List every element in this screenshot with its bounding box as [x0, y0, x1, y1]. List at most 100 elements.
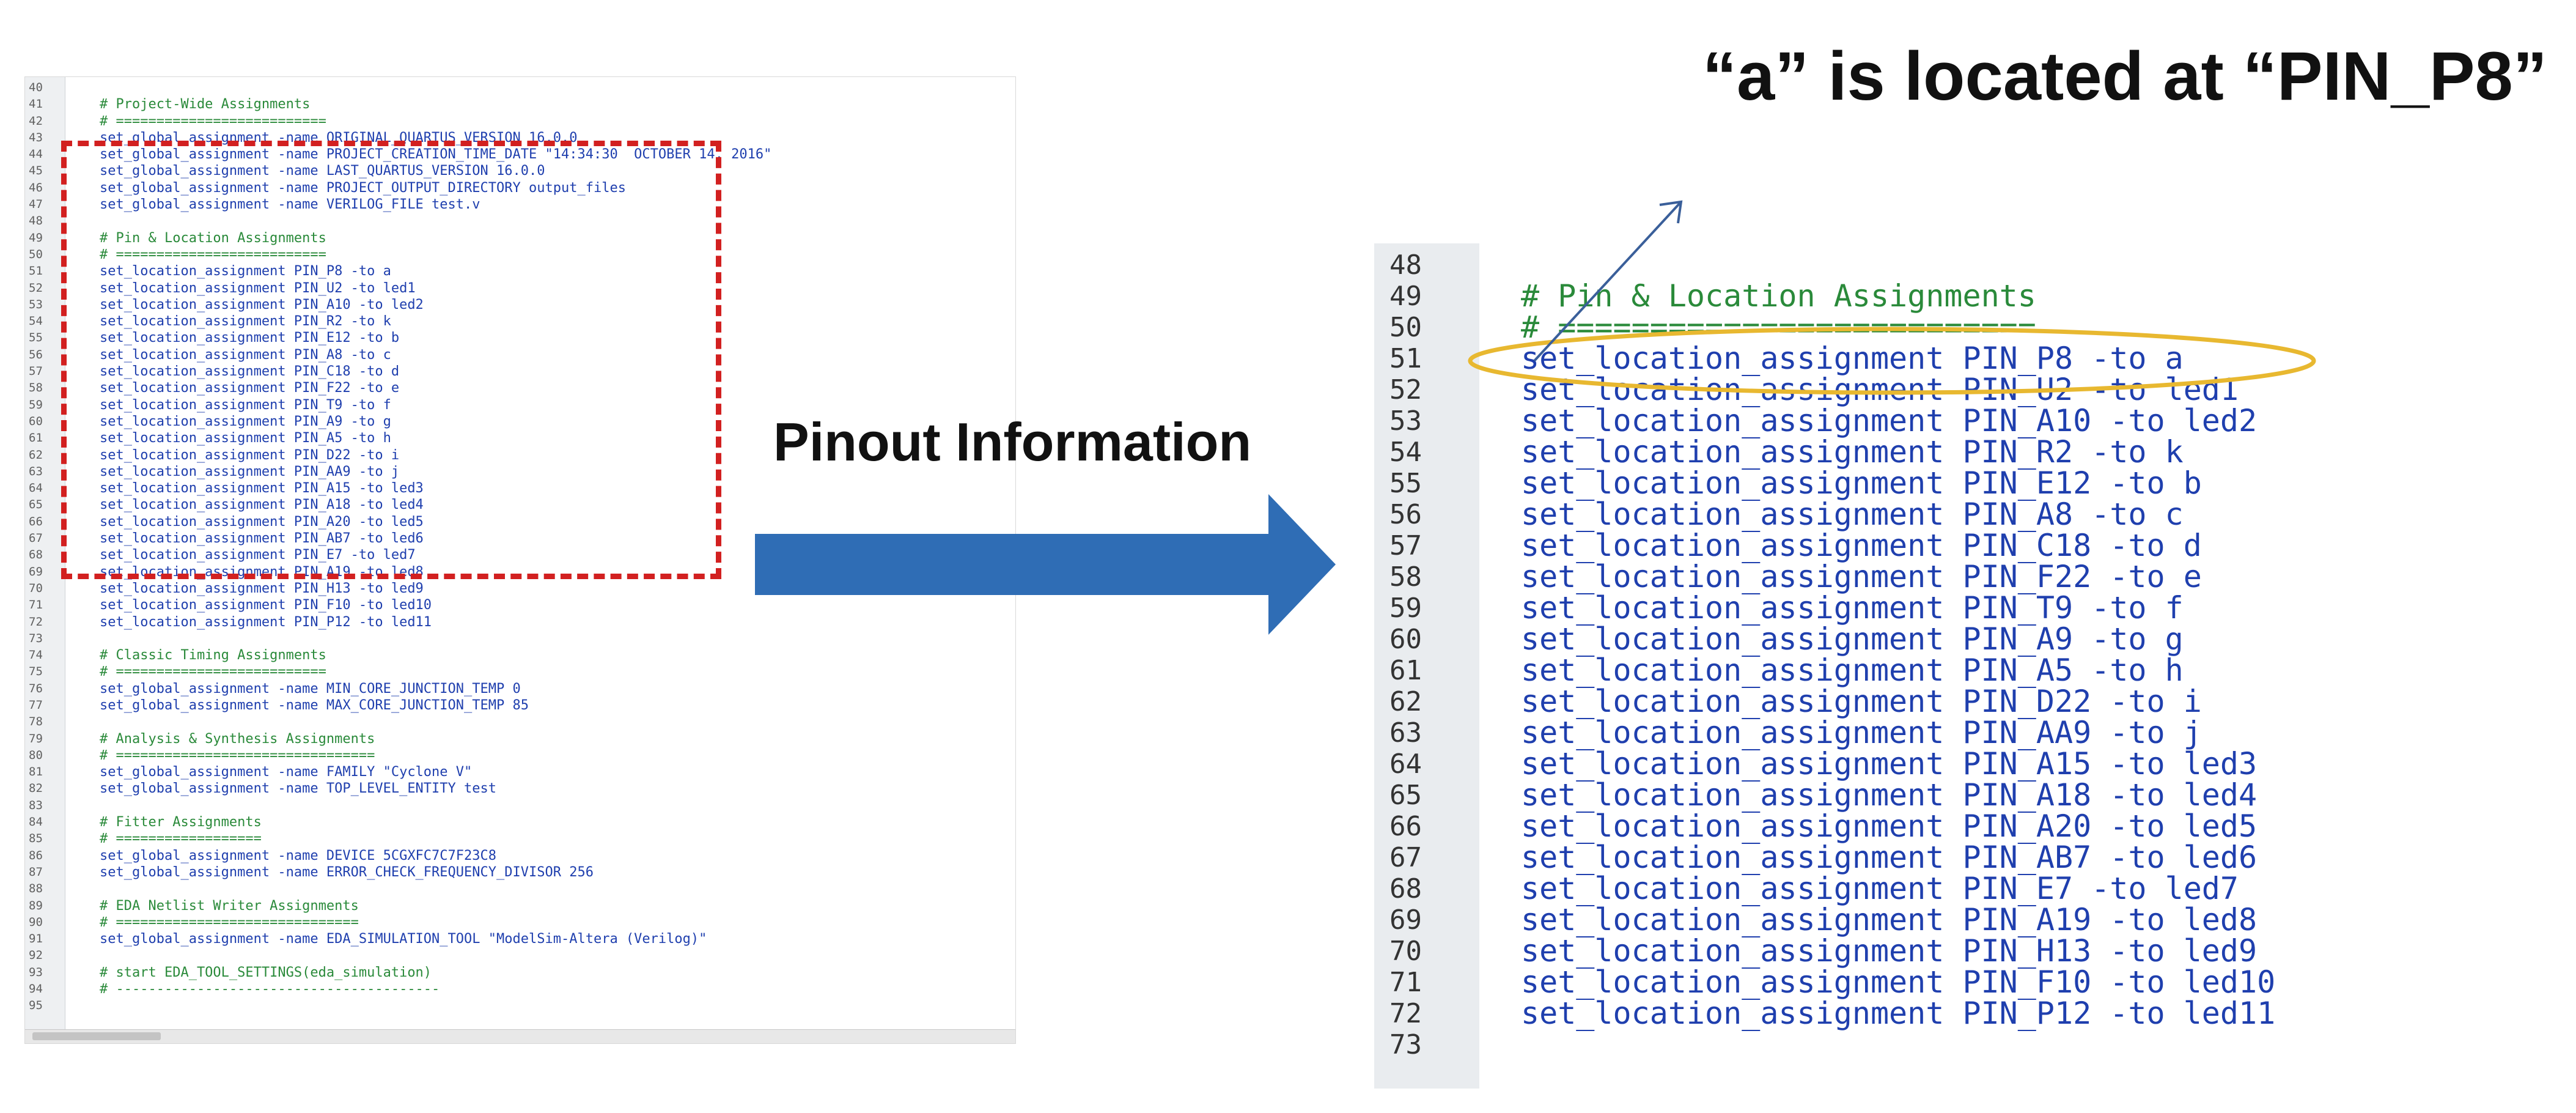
left-line-text: set_location_assignment PIN_A8 -to c — [100, 347, 391, 363]
left-line-number: 48 — [29, 214, 43, 228]
left-line-text: # Fitter Assignments — [100, 815, 262, 830]
right-line-text: set_location_assignment PIN_P12 -to led1… — [1521, 996, 2276, 1031]
left-line-text: set_location_assignment PIN_T9 -to f — [100, 397, 391, 413]
right-code-line: 72 set_location_assignment PIN_P12 -to le… — [1374, 996, 2445, 1031]
right-code-line: 50# ========================== — [1374, 309, 2445, 345]
right-arrow-shape — [755, 494, 1336, 635]
left-line-number: 45 — [29, 164, 43, 178]
left-line-number: 94 — [29, 982, 43, 996]
right-line-number: 62 — [1389, 686, 1422, 717]
right-line-number: 64 — [1389, 749, 1422, 780]
left-code-line: 80# ================================ — [25, 747, 1015, 764]
left-line-text: set_location_assignment PIN_F10 -to led1… — [100, 597, 432, 613]
right-line-number: 58 — [1389, 561, 1422, 593]
left-line-text: set_global_assignment -name EDA_SIMULATI… — [100, 931, 707, 947]
left-line-text: set_global_assignment -name PROJECT_CREA… — [100, 147, 772, 163]
right-line-text: set_location_assignment PIN_A10 -to led2 — [1521, 403, 2258, 438]
left-line-text: # Pin & Location Assignments — [100, 230, 326, 246]
left-line-text: set_location_assignment PIN_P8 -to a — [100, 264, 391, 279]
right-line-text: set_location_assignment PIN_F10 -to led1… — [1521, 964, 2276, 1000]
left-line-number: 50 — [29, 247, 43, 261]
left-line-number: 84 — [29, 815, 43, 829]
left-line-number: 62 — [29, 448, 43, 462]
right-line-number-gutter — [1374, 243, 1479, 1089]
right-code-line: 62 set_location_assignment PIN_D22 -to i — [1374, 684, 2445, 719]
left-line-text: # start EDA_TOOL_SETTINGS(eda_simulation… — [100, 964, 432, 980]
left-line-text: set_location_assignment PIN_A5 -to h — [100, 431, 391, 446]
right-line-number: 54 — [1389, 437, 1422, 468]
left-code-line: 89# EDA Netlist Writer Assignments — [25, 898, 1015, 914]
left-line-number: 59 — [29, 398, 43, 412]
left-line-number: 51 — [29, 264, 43, 278]
left-line-number: 83 — [29, 798, 43, 812]
left-line-text: set_global_assignment -name PROJECT_OUTP… — [100, 180, 626, 196]
left-code-line: 88 — [25, 881, 1015, 897]
right-line-number: 72 — [1389, 998, 1422, 1029]
right-line-text: set_location_assignment PIN_D22 -to i — [1521, 684, 2202, 719]
left-line-text: set_global_assignment -name FAMILY "Cycl… — [100, 764, 473, 780]
right-line-text: set_location_assignment PIN_C18 -to d — [1521, 528, 2202, 563]
left-code-line: 51 set_location_assignment PIN_P8 -to a — [25, 263, 1015, 279]
highlight-ellipse-shape — [1468, 327, 2316, 395]
left-line-number: 70 — [29, 581, 43, 595]
right-arrow-icon — [755, 494, 1336, 635]
left-line-number: 82 — [29, 782, 43, 796]
left-line-text: set_global_assignment -name DEVICE 5CGXF… — [100, 848, 497, 863]
left-line-number: 64 — [29, 481, 43, 495]
callout-pointer-line — [1533, 201, 1682, 362]
right-line-text: set_location_assignment PIN_A15 -to led3 — [1521, 746, 2258, 782]
right-line-text: set_location_assignment PIN_H13 -to led9 — [1521, 933, 2258, 969]
left-line-text: set_location_assignment PIN_A18 -to led4 — [100, 497, 424, 513]
left-line-number: 67 — [29, 531, 43, 545]
left-line-text: set_location_assignment PIN_E7 -to led7 — [100, 547, 416, 563]
left-line-text: set_location_assignment PIN_A15 -to led3 — [100, 481, 424, 497]
left-line-text: # ================================ — [100, 747, 375, 763]
left-code-line: 90# ============================== — [25, 914, 1015, 931]
right-code-line: 73 — [1374, 1029, 2445, 1060]
left-line-number: 49 — [29, 231, 43, 245]
left-line-number: 65 — [29, 498, 43, 512]
left-line-text: set_location_assignment PIN_U2 -to led1 — [100, 280, 416, 296]
left-code-line: 75# ========================== — [25, 664, 1015, 680]
right-line-number: 56 — [1389, 499, 1422, 530]
left-line-text: set_global_assignment -name TOP_LEVEL_EN… — [100, 781, 497, 797]
left-code-line: 82 set_global_assignment -name TOP_LEVEL_… — [25, 780, 1015, 797]
left-horizontal-scrollbar[interactable] — [25, 1029, 1015, 1043]
right-line-number: 59 — [1389, 593, 1422, 624]
right-line-text: # ========================== — [1521, 309, 2036, 345]
left-line-text: # --------------------------------------… — [100, 982, 440, 997]
left-code-line: 84 # Fitter Assignments — [25, 814, 1015, 830]
left-code-line: 40 — [25, 80, 1015, 96]
left-line-number: 86 — [29, 848, 43, 862]
left-line-number: 68 — [29, 548, 43, 562]
left-line-number: 56 — [29, 347, 43, 361]
left-scrollbar-thumb[interactable] — [32, 1032, 161, 1040]
right-line-text: set_location_assignment PIN_A19 -to led8 — [1521, 902, 2258, 937]
right-line-text: # Pin & Location Assignments — [1521, 278, 2036, 314]
right-line-number: 60 — [1389, 624, 1422, 655]
left-line-number: 57 — [29, 364, 43, 379]
left-line-number: 55 — [29, 331, 43, 345]
